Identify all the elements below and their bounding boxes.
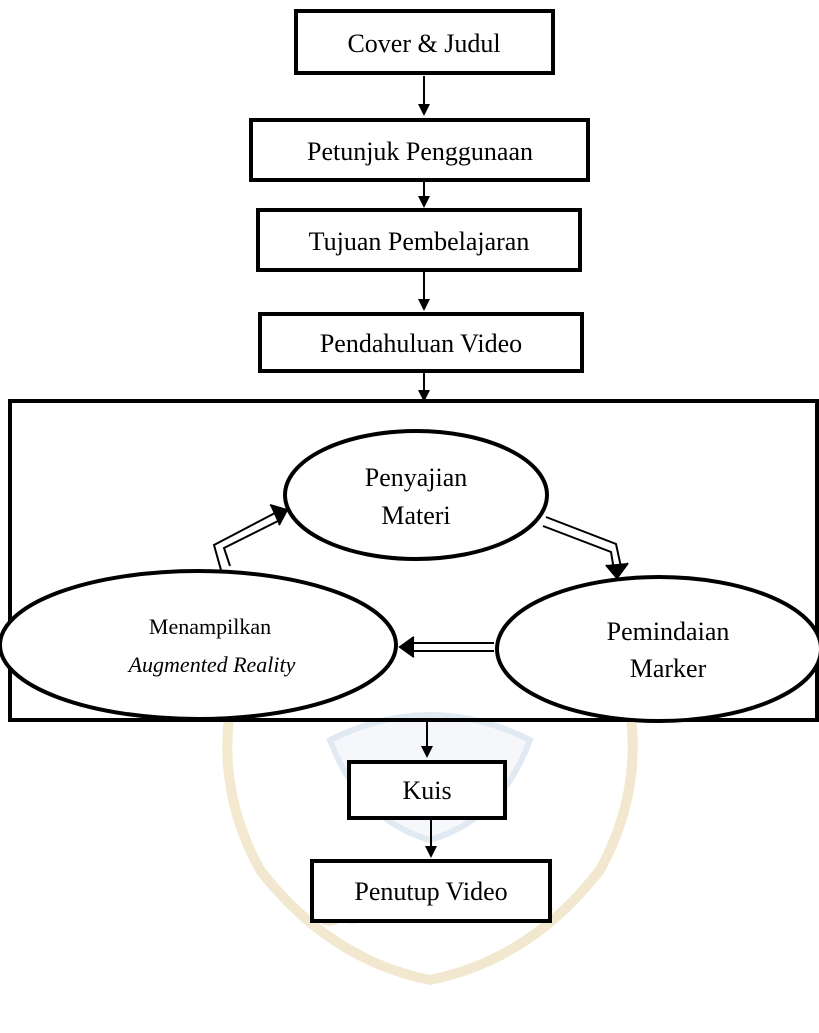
double-arrow-penyajian-to-pemindaian <box>542 516 629 580</box>
menampilkan-line2: Augmented Reality <box>127 652 296 677</box>
cycle-frame <box>8 399 819 722</box>
pemindaian-line1: Pemindaian <box>607 617 730 646</box>
box-petunjuk: Petunjuk Penggunaan <box>249 118 590 182</box>
box-kuis-label: Kuis <box>402 776 451 805</box>
box-kuis: Kuis <box>347 760 507 820</box>
box-penutup-label: Penutup Video <box>354 877 507 906</box>
ellipse-penyajian: Penyajian Materi <box>283 429 549 561</box>
box-tujuan: Tujuan Pembelajaran <box>256 208 582 272</box>
ellipse-menampilkan: Menampilkan Augmented Reality <box>0 569 398 721</box>
double-arrow-menampilkan-to-penyajian <box>212 504 289 571</box>
box-tujuan-label: Tujuan Pembelajaran <box>309 227 530 256</box>
box-cover-label: Cover & Judul <box>347 29 500 58</box>
pemindaian-line2: Marker <box>630 654 707 683</box>
penyajian-line1: Penyajian <box>365 463 468 492</box>
box-pendahuluan: Pendahuluan Video <box>258 312 584 373</box>
penyajian-line2: Materi <box>381 501 450 530</box>
ellipse-pemindaian: Pemindaian Marker <box>495 575 819 723</box>
box-petunjuk-label: Petunjuk Penggunaan <box>307 137 533 166</box>
box-cover: Cover & Judul <box>294 9 555 75</box>
box-pendahuluan-label: Pendahuluan Video <box>320 329 522 358</box>
box-penutup: Penutup Video <box>310 859 552 923</box>
menampilkan-line1: Menampilkan <box>149 614 271 639</box>
double-arrow-pemindaian-to-menampilkan <box>398 636 494 658</box>
